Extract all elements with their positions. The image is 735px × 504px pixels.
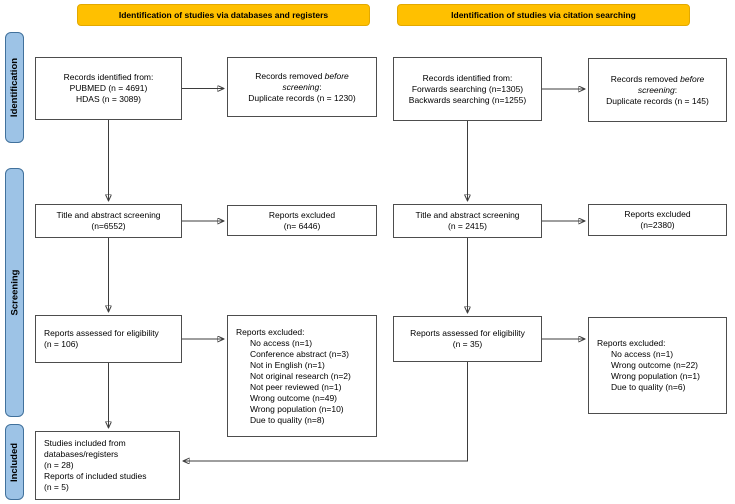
records-identified-citation-text: Records identified from: Forwards search… (408, 72, 527, 105)
stage-included-label: Included (9, 442, 20, 482)
reports-excluded-eligibility-databases-items: No access (n=1) Conference abstract (n=3… (250, 337, 351, 425)
box-reports-assessed-databases: Reports assessed for eligibility (n = 10… (35, 315, 182, 363)
records-removed-databases-text: Records removed before screening: Duplic… (248, 70, 356, 103)
box-records-identified-citation: Records identified from: Forwards search… (393, 57, 542, 121)
reports-assessed-citation-text: Reports assessed for eligibility (n = 35… (410, 328, 525, 349)
stage-screening-label: Screening (9, 269, 20, 316)
header-citation-searching: Identification of studies via citation s… (397, 4, 690, 26)
box-title-abstract-screening-citation: Title and abstract screening (n = 2415) (393, 204, 542, 238)
box-reports-assessed-citation: Reports assessed for eligibility (n = 35… (393, 316, 542, 362)
box-reports-excluded-eligibility-citation: Reports excluded: No access (n=1) Wrong … (588, 317, 727, 414)
header-databases-registers: Identification of studies via databases … (77, 4, 370, 26)
stage-bar-included: Included (5, 424, 24, 500)
title-abstract-screening-citation-text: Title and abstract screening (n = 2415) (415, 210, 520, 231)
title-abstract-screening-databases-text: Title and abstract screening (n=6552) (56, 210, 161, 231)
stage-bar-identification: Identification (5, 32, 24, 143)
header-citation-label: Identification of studies via citation s… (451, 10, 636, 20)
header-databases-label: Identification of studies via databases … (118, 10, 329, 20)
box-reports-excluded-eligibility-databases: Reports excluded: No access (n=1) Confer… (227, 315, 377, 437)
reports-excluded-eligibility-databases-title: Reports excluded: (236, 326, 305, 337)
box-records-removed-citation: Records removed before screening: Duplic… (588, 58, 727, 122)
box-studies-included: Studies included from databases/register… (35, 431, 180, 500)
reports-excluded-eligibility-citation-title: Reports excluded: (597, 338, 666, 348)
records-identified-databases-text: Records identified from: PUBMED (n = 469… (63, 72, 154, 104)
box-reports-excluded-screening-citation: Reports excluded (n=2380) (588, 204, 727, 236)
records-removed-citation-text: Records removed before screening: Duplic… (606, 73, 709, 106)
box-title-abstract-screening-databases: Title and abstract screening (n=6552) (35, 204, 182, 238)
reports-excluded-eligibility-citation-items: No access (n=1) Wrong outcome (n=22) Wro… (611, 349, 700, 392)
reports-assessed-databases-text: Reports assessed for eligibility (n = 10… (44, 328, 159, 349)
box-reports-excluded-screening-databases: Reports excluded (n= 6446) (227, 205, 377, 236)
stage-identification-label: Identification (9, 57, 20, 118)
reports-excluded-screening-databases-text: Reports excluded (n= 6446) (268, 209, 336, 231)
box-records-removed-databases: Records removed before screening: Duplic… (227, 57, 377, 117)
box-records-identified-databases: Records identified from: PUBMED (n = 469… (35, 57, 182, 120)
stage-bar-screening: Screening (5, 168, 24, 417)
studies-included-text: Studies included from databases/register… (44, 438, 147, 492)
reports-excluded-screening-citation-text: Reports excluded (n=2380) (624, 209, 691, 230)
